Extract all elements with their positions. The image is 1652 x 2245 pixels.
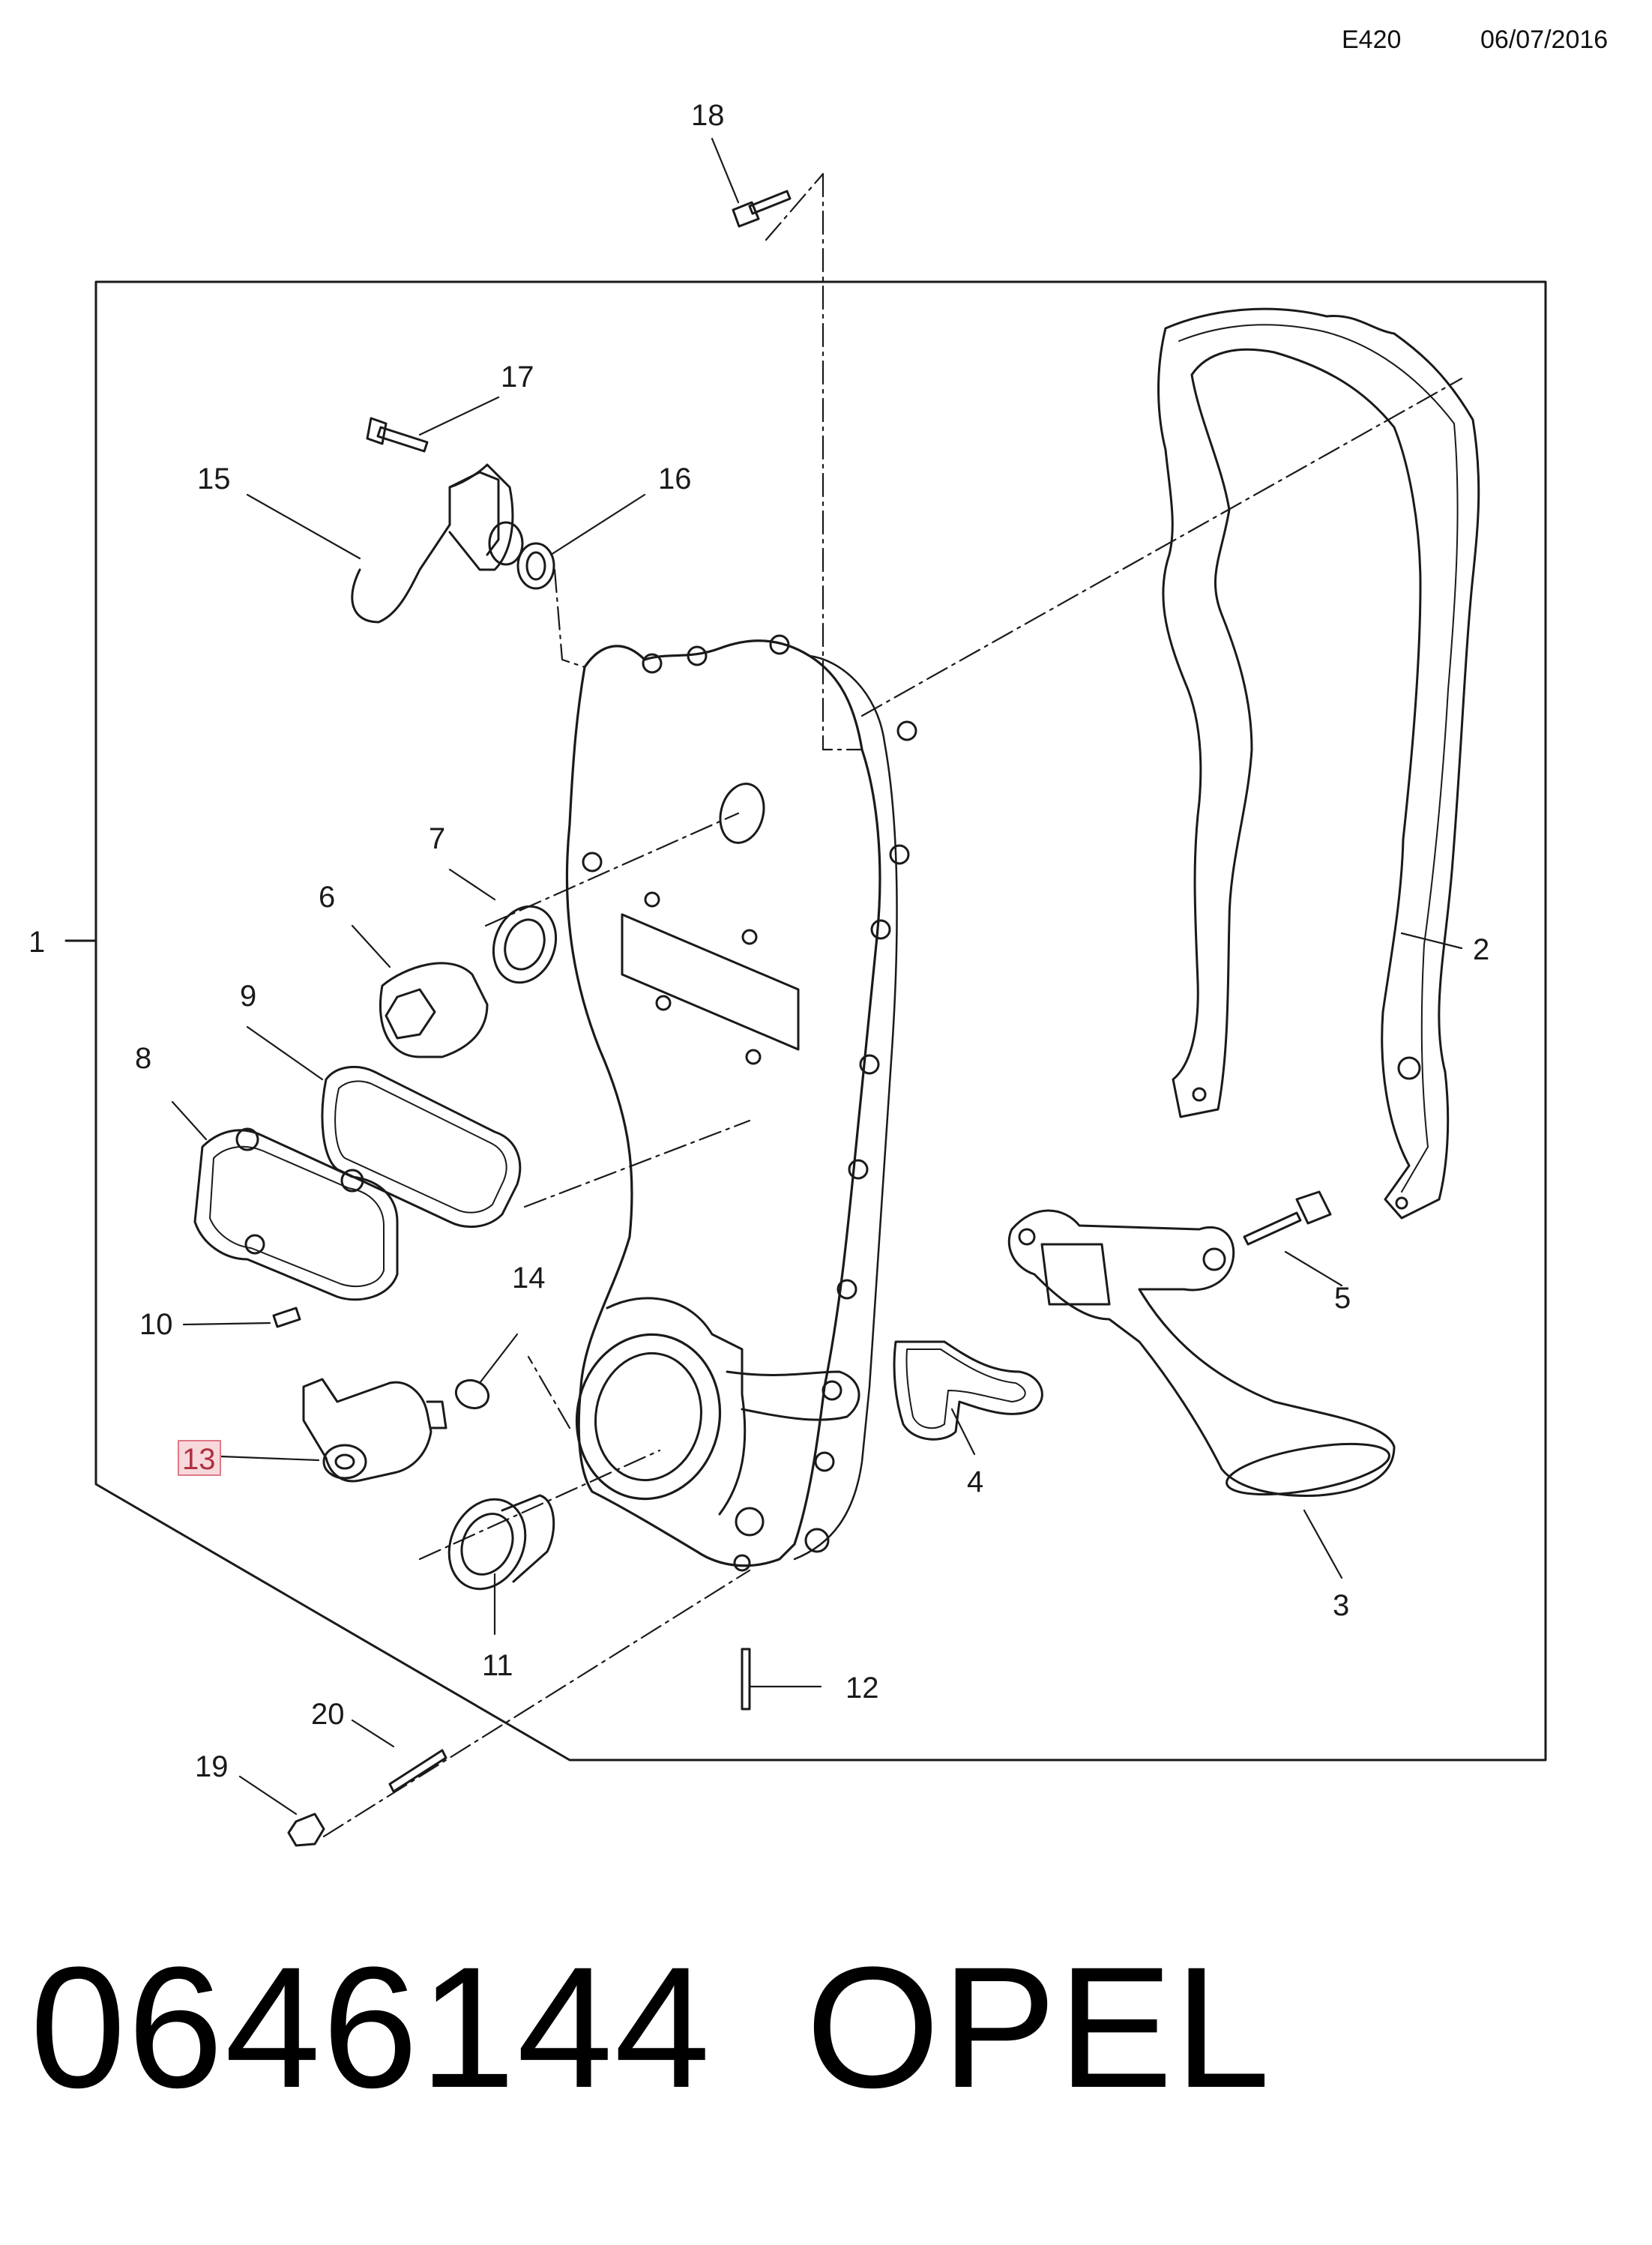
- callout-6: 6: [319, 881, 335, 914]
- front-cover-gasket: [1157, 307, 1480, 1220]
- callout-9: 9: [240, 980, 256, 1013]
- callout-20: 20: [311, 1698, 345, 1731]
- diagram-code: E420: [1342, 25, 1402, 54]
- callout-18: 18: [691, 99, 725, 132]
- oil-pickup-tube: [1007, 1209, 1396, 1497]
- oil-control-solenoid: [302, 1378, 490, 1483]
- diagram-date: 06/07/2016: [1480, 25, 1609, 54]
- seals-and-studs: [287, 1494, 751, 1847]
- pickup-gasket: [893, 1340, 1043, 1441]
- brand-name: OPEL: [806, 1931, 1272, 2124]
- callout-15: 15: [197, 462, 231, 495]
- part-number: 0646144: [30, 1931, 712, 2124]
- callout-17: 17: [501, 361, 534, 394]
- assembly-frame: [94, 280, 1547, 1762]
- plug-and-seal: [379, 905, 558, 1058]
- callout-10: 10: [139, 1308, 173, 1341]
- callout-19: 19: [195, 1750, 229, 1783]
- callout-5: 5: [1334, 1282, 1351, 1315]
- callout-leaders: [171, 137, 1463, 1815]
- callout-7: 7: [429, 822, 445, 855]
- callout-16: 16: [658, 462, 692, 495]
- bolt-18: [732, 190, 792, 228]
- callout-2: 2: [1473, 933, 1489, 966]
- bolt-5: [1243, 1190, 1332, 1246]
- callout-13-highlight: [178, 1440, 221, 1476]
- callout-8: 8: [135, 1042, 151, 1075]
- callout-12: 12: [845, 1672, 879, 1705]
- callout-13: 13: [182, 1443, 216, 1476]
- callout-14: 14: [512, 1262, 546, 1295]
- timing-front-cover: [565, 634, 917, 1572]
- callout-4: 4: [967, 1465, 983, 1498]
- callout-11: 11: [482, 1649, 513, 1682]
- callout-1: 1: [28, 926, 45, 959]
- dipstick-tube-assembly: [351, 417, 555, 624]
- callout-3: 3: [1333, 1589, 1349, 1622]
- cover-plate-and-gasket: [193, 1065, 522, 1328]
